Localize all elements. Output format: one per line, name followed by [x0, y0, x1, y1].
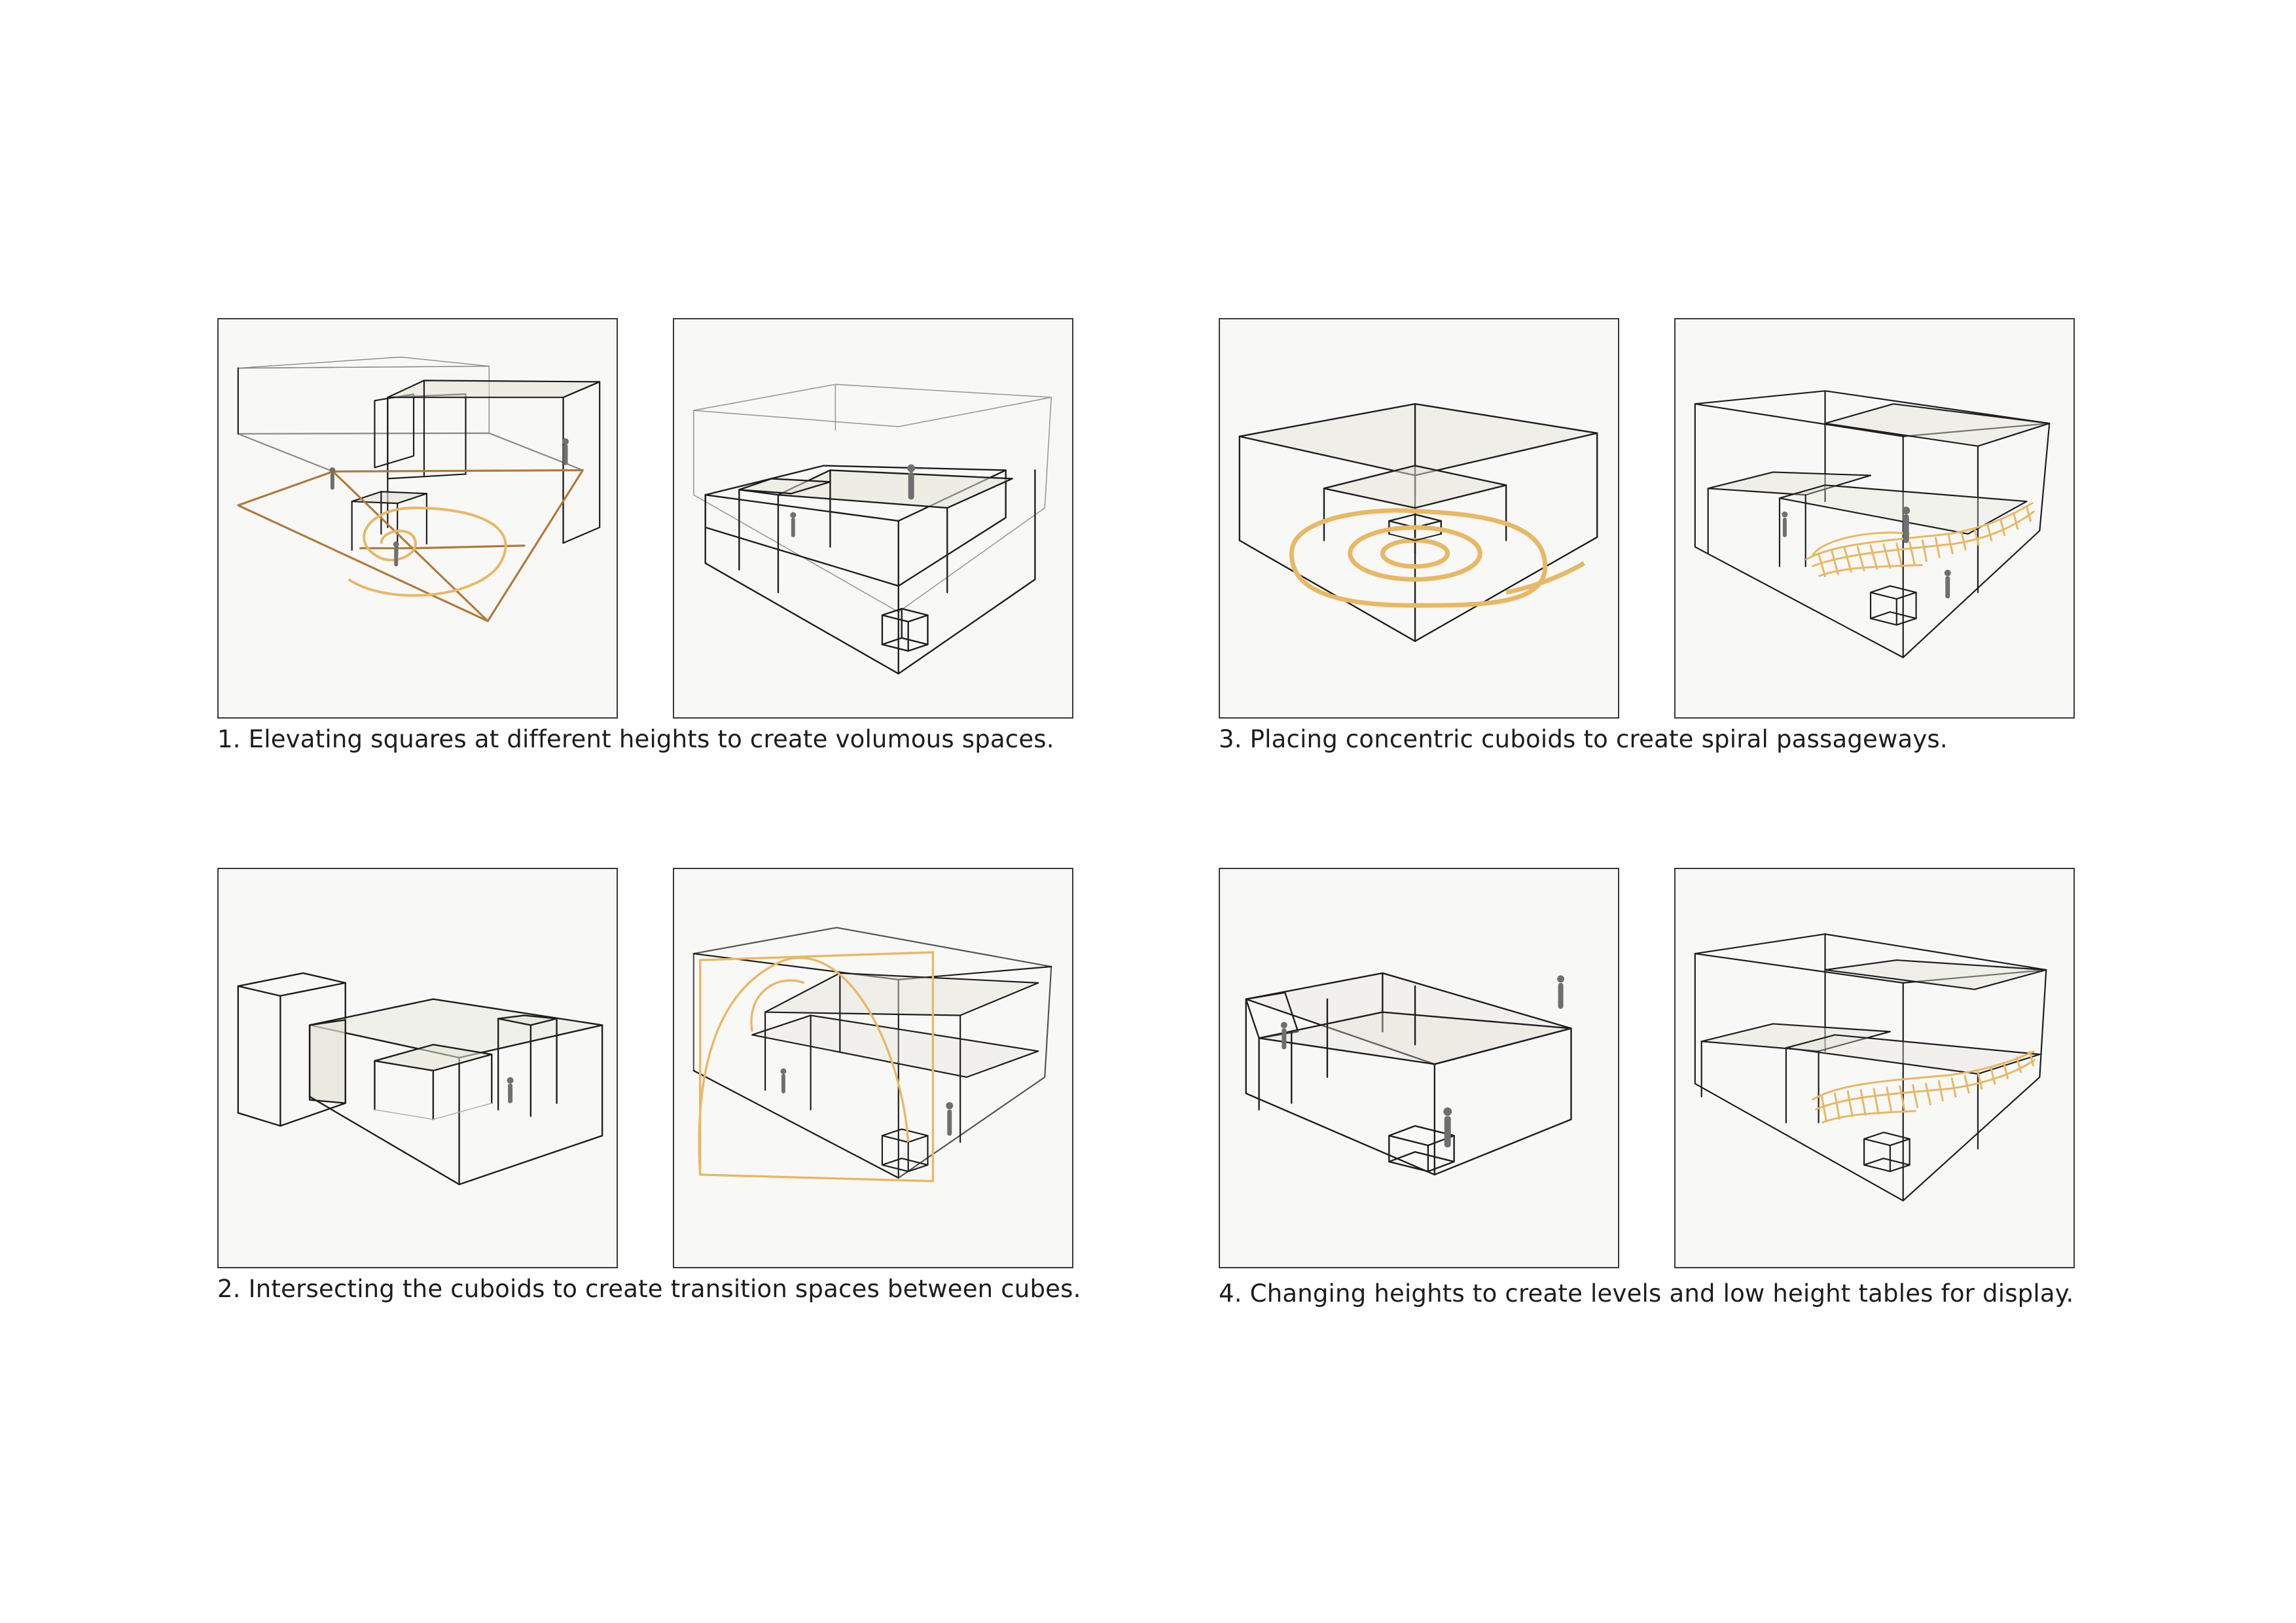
diagram-3a-drawing [1238, 402, 1598, 642]
diagram-2a-drawing [237, 972, 603, 1186]
caption-2: 2. Intersecting the cuboids to create tr… [217, 1275, 1081, 1303]
diagram-2b [673, 868, 1073, 1268]
diagram-3b-drawing [1694, 390, 2051, 658]
diagram-1b [673, 318, 1073, 719]
diagram-3a [1219, 318, 1619, 719]
diagram-4a [1219, 868, 1619, 1268]
diagram-1a [217, 318, 618, 719]
diagram-4a-drawing [1245, 972, 1572, 1176]
caption-1: 1. Elevating squares at different height… [217, 725, 1054, 753]
diagram-1b-drawing [693, 383, 1052, 675]
diagram-3b [1674, 318, 2075, 719]
diagram-1a-drawing [237, 356, 601, 622]
diagram-4b-drawing [1694, 933, 2047, 1202]
diagram-4b [1674, 868, 2075, 1268]
diagram-2b-drawing [692, 927, 1052, 1183]
diagram-2a [217, 868, 618, 1268]
caption-3: 3. Placing concentric cuboids to create … [1219, 725, 1948, 753]
caption-4: 4. Changing heights to create levels and… [1219, 1279, 2074, 1308]
